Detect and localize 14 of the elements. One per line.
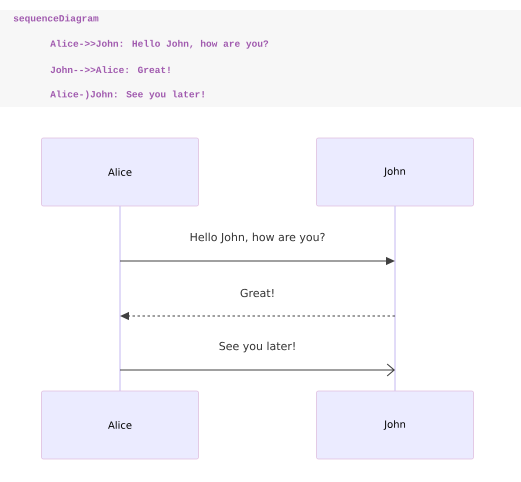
message-arrow bbox=[120, 364, 395, 376]
actor-box: Alice bbox=[41, 138, 199, 206]
actor-box: Alice bbox=[41, 390, 199, 460]
lifeline bbox=[394, 206, 396, 392]
code-line: sequenceDiagram bbox=[14, 14, 98, 24]
edge-label: Hello John, how are you? bbox=[188, 232, 326, 244]
edge-label: See you later! bbox=[218, 340, 298, 354]
edge-label: Great! bbox=[239, 288, 276, 298]
code-line: John-->>Alice: Great! bbox=[50, 66, 170, 74]
actor-box: John bbox=[316, 138, 474, 206]
lifeline bbox=[119, 206, 121, 392]
code-line: Alice->>John: Hello John, how are you? bbox=[50, 40, 268, 49]
actor-box: John bbox=[316, 390, 474, 460]
code-line: Alice-)John: See you later! bbox=[50, 90, 204, 100]
